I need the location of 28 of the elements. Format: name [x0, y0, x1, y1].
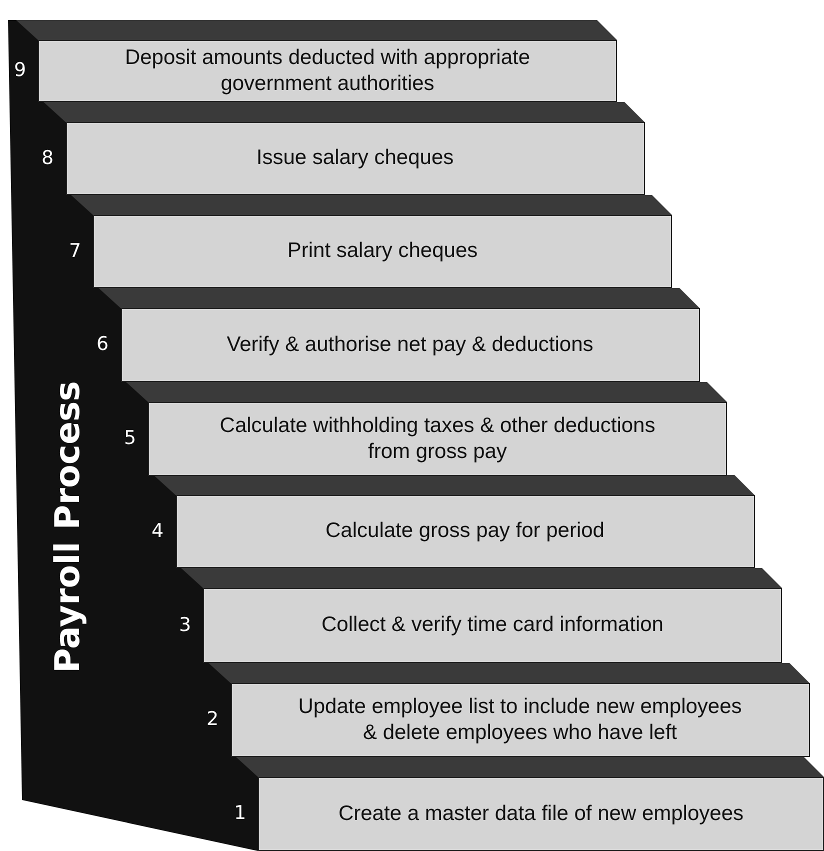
step-number: 4	[150, 520, 165, 542]
step-box	[203, 588, 782, 663]
step-text: Update employee list to include new employees & delete employees who have left	[297, 694, 743, 746]
step-text: Collect & verify time card information	[320, 612, 664, 638]
step-box	[258, 777, 824, 851]
step-box	[66, 122, 644, 195]
step-number: 5	[122, 427, 138, 449]
step-box	[230, 683, 810, 757]
step-number: 7	[68, 240, 82, 262]
step-number: 3	[178, 614, 192, 636]
step-box	[38, 40, 617, 102]
step-number: 9	[12, 59, 28, 81]
step-number: 1	[232, 802, 248, 824]
step-text: Deposit amounts deducted with appropriate government authorities	[124, 44, 532, 97]
step-text: Print salary cheques	[286, 238, 479, 264]
step-box	[148, 402, 727, 476]
step-box	[176, 495, 754, 568]
vertical-title: Payroll Process	[48, 380, 88, 674]
step-text: Create a master data file of new employees	[337, 800, 745, 827]
step-number: 2	[205, 708, 220, 730]
step-box	[93, 215, 672, 288]
step-text: Calculate withholding taxes & other deductions from gross pay	[218, 412, 656, 465]
step-text: Calculate gross pay for period	[324, 518, 606, 544]
step-text: Issue salary cheques	[255, 145, 455, 172]
step-number: 6	[95, 333, 110, 355]
step-number: 8	[40, 146, 55, 168]
step-box	[120, 308, 700, 382]
step-text: Verify & authorise net pay & deductions	[226, 332, 594, 358]
